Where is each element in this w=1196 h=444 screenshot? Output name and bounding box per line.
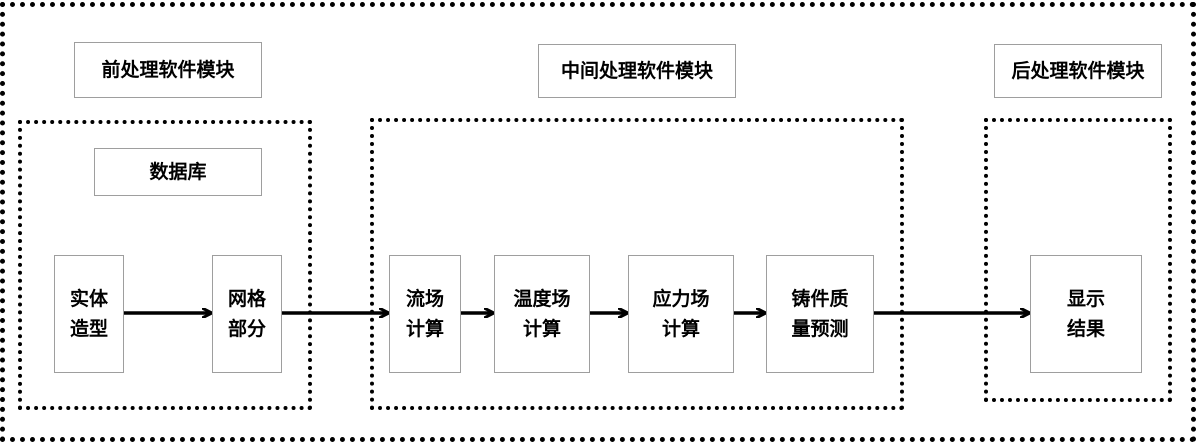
display-results-line-1: 显示 <box>1066 288 1105 310</box>
temperature-field-line-2: 计算 <box>522 318 561 340</box>
solid-modeling-line-1: 实体 <box>69 288 108 310</box>
temperature-field-line-1: 温度场 <box>513 288 571 310</box>
stress-field-line-1: 应力场 <box>652 288 710 310</box>
quality-prediction-box: 铸件质 量预测 <box>766 255 874 373</box>
mid-module-text: 中间处理软件模块 <box>560 60 713 82</box>
stress-field-box: 应力场 计算 <box>628 255 734 373</box>
pre-processing-region <box>18 120 312 410</box>
quality-prediction-line-2: 量预测 <box>791 318 849 340</box>
pre-module-text: 前处理软件模块 <box>101 59 235 81</box>
flow-field-box: 流场 计算 <box>389 255 461 373</box>
solid-modeling-line-2: 造型 <box>69 318 108 340</box>
flow-field-line-1: 流场 <box>405 288 444 310</box>
database-text: 数据库 <box>149 161 207 183</box>
mid-processing-region <box>370 118 904 410</box>
flow-field-line-2: 计算 <box>405 318 444 340</box>
post-processing-region <box>984 118 1172 402</box>
post-module-label: 后处理软件模块 <box>994 44 1162 98</box>
solid-modeling-box: 实体 造型 <box>54 255 124 373</box>
post-module-text: 后处理软件模块 <box>1011 60 1145 82</box>
temperature-field-box: 温度场 计算 <box>494 255 590 373</box>
pre-module-label: 前处理软件模块 <box>74 42 262 98</box>
meshing-line-2: 部分 <box>227 318 266 340</box>
meshing-line-1: 网格 <box>227 288 266 310</box>
meshing-box: 网格 部分 <box>212 255 282 373</box>
mid-module-label: 中间处理软件模块 <box>538 44 736 98</box>
display-results-box: 显示 结果 <box>1030 255 1142 373</box>
database-box: 数据库 <box>94 148 262 196</box>
display-results-line-2: 结果 <box>1066 318 1105 340</box>
stress-field-line-2: 计算 <box>661 318 700 340</box>
quality-prediction-line-1: 铸件质 <box>791 288 849 310</box>
